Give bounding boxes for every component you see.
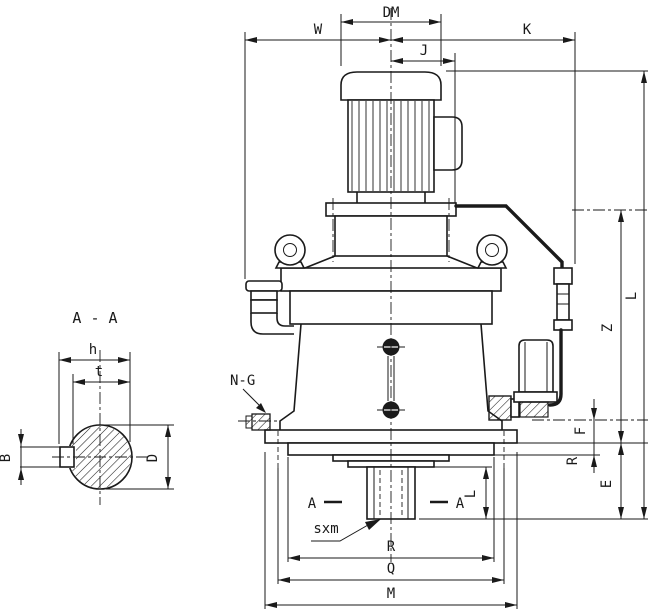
main-view: A A DM W K J L Z	[230, 5, 648, 609]
cylinder-body	[518, 339, 554, 393]
dim-label-r-flange: R	[565, 456, 581, 465]
dim-label-j: J	[420, 43, 428, 59]
dim-label-e: E	[599, 480, 615, 488]
dim-label-w: W	[314, 22, 323, 38]
dimensions: DM W K J L Z E	[230, 5, 648, 609]
section-label-a-right: A	[456, 496, 465, 512]
motor-cooling-fins	[351, 101, 430, 191]
dim-label-q: Q	[387, 561, 395, 577]
ng-port-plug	[238, 413, 280, 431]
ng-port-leader: N-G	[230, 373, 266, 413]
side-stub-fitting	[488, 395, 512, 421]
cable-gland	[553, 267, 573, 285]
shaft-tap-leader: sxm	[311, 519, 381, 542]
label-ng-port: N-G	[230, 373, 255, 389]
dim-label-b: B	[0, 454, 14, 462]
lifting-eyebolt-left	[274, 234, 306, 269]
dim-label-z: Z	[600, 324, 616, 332]
label-shaft-tap: sxm	[313, 521, 338, 537]
section-view-title: A - A	[72, 309, 117, 327]
dim-label-d: D	[145, 454, 161, 462]
dim-label-f: F	[573, 427, 589, 435]
dim-label-l-overall: L	[624, 292, 640, 300]
section-view-aa: A - A h t B D	[0, 309, 174, 505]
cable-conduit	[454, 204, 573, 407]
dim-label-h: h	[89, 342, 97, 358]
dim-label-m: M	[387, 586, 395, 602]
dim-label-k: K	[523, 22, 532, 38]
electric-motor	[340, 71, 463, 203]
dim-label-l-shaft: L	[463, 490, 479, 498]
motor-terminal-box	[433, 116, 463, 171]
section-label-a-left: A	[308, 496, 317, 512]
motor-adapter-flange	[304, 198, 478, 269]
lifting-eyebolt-right	[476, 234, 508, 269]
dim-label-r-spigot: R	[387, 539, 396, 555]
breather-elbow-fitting	[245, 280, 294, 335]
dim-label-t: t	[95, 364, 103, 380]
dim-label-dm: DM	[383, 5, 400, 21]
section-cut-marks: A A	[308, 496, 465, 512]
brake-cylinder-assembly	[488, 339, 558, 421]
